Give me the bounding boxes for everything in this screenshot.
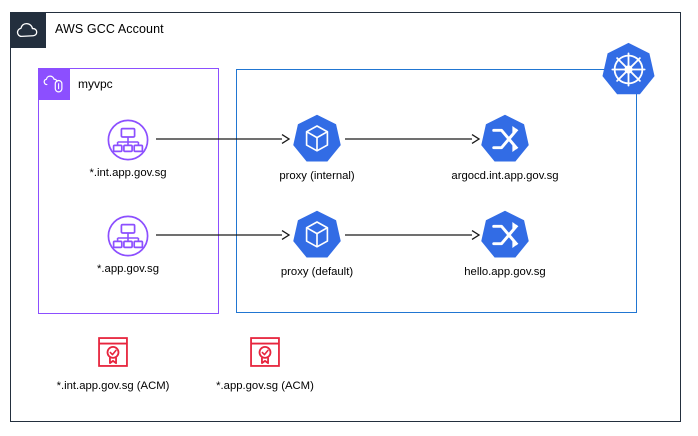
kubernetes-cluster-container (236, 69, 637, 313)
load-balancer-icon (58, 214, 198, 258)
acm-certificate-icon (38, 332, 188, 372)
aws-account-title: AWS GCC Account (55, 22, 164, 36)
arrow-int-lb-to-proxy (156, 133, 291, 145)
kubernetes-pod-icon (242, 113, 392, 165)
node-certificate-default[interactable]: *.app.gov.sg (ACM) (190, 332, 340, 393)
kubernetes-service-icon (410, 209, 600, 261)
kubernetes-service-icon (410, 113, 600, 165)
load-balancer-icon (58, 118, 198, 162)
node-pod-proxy-default[interactable]: proxy (default) (242, 209, 392, 279)
node-pod-proxy-internal[interactable]: proxy (internal) (242, 113, 392, 183)
arrow-default-lb-to-proxy (156, 229, 291, 241)
acm-certificate-icon (190, 332, 340, 372)
kubernetes-logo-icon (600, 41, 657, 98)
vpc-title: myvpc (78, 77, 113, 91)
node-label: *.int.app.gov.sg (89, 167, 167, 179)
node-label: proxy (internal) (279, 170, 355, 182)
node-label: argocd.int.app.gov.sg (451, 170, 559, 182)
kubernetes-pod-icon (242, 209, 392, 261)
node-label: *.int.app.gov.sg (ACM) (56, 380, 170, 392)
arrow-proxy-to-hello-service (345, 229, 481, 241)
node-certificate-int[interactable]: *.int.app.gov.sg (ACM) (38, 332, 188, 393)
node-load-balancer-default[interactable]: *.app.gov.sg (58, 214, 198, 276)
node-load-balancer-int[interactable]: *.int.app.gov.sg (58, 118, 198, 180)
node-label: *.app.gov.sg (97, 263, 159, 275)
aws-cloud-icon (10, 12, 46, 48)
arrow-proxy-to-argocd-service (345, 133, 481, 145)
node-label: *.app.gov.sg (ACM) (216, 380, 314, 392)
node-label: hello.app.gov.sg (464, 266, 546, 278)
node-service-argocd[interactable]: argocd.int.app.gov.sg (410, 113, 600, 183)
node-service-hello[interactable]: hello.app.gov.sg (410, 209, 600, 279)
aws-vpc-icon (38, 68, 70, 100)
node-label: proxy (default) (280, 266, 354, 278)
vpc-container (38, 68, 219, 314)
